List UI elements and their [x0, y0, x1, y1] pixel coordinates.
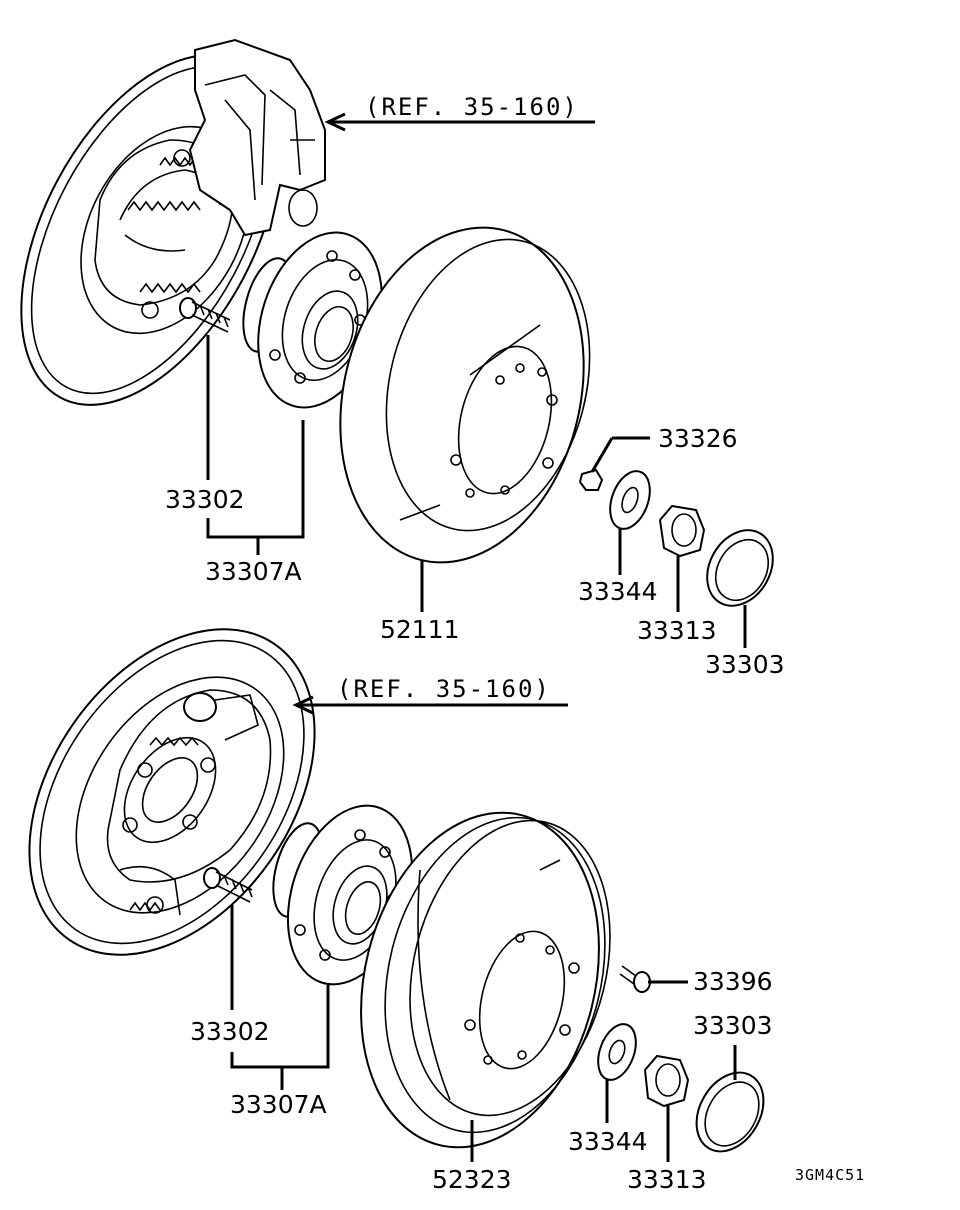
- lower-brake-drum: [360, 811, 611, 1149]
- diagram-code: 3GM4C51: [795, 1166, 865, 1184]
- label-33326: 33326: [658, 424, 738, 453]
- label-33302-lower: 33302: [190, 1017, 270, 1046]
- label-52323: 52323: [432, 1165, 512, 1194]
- upper-assembly: (REF. 35-160) 33326 33302 33307A 52111 3…: [20, 38, 785, 679]
- label-33344: 33344: [578, 577, 658, 606]
- label-33313: 33313: [637, 616, 717, 645]
- upper-hub-cap-33303: [706, 529, 774, 607]
- upper-ref-label: (REF. 35-160): [365, 93, 579, 121]
- label-52111: 52111: [380, 615, 460, 644]
- upper-ref-arrowhead: [324, 112, 346, 132]
- lower-ref-arrowhead: [292, 695, 314, 715]
- label-33307a: 33307A: [205, 557, 302, 586]
- upper-wheel-stud: [179, 297, 231, 333]
- label-33303: 33303: [705, 650, 785, 679]
- lower-hub-cap-33303: [695, 1071, 765, 1153]
- lower-ref-label: (REF. 35-160): [337, 675, 551, 703]
- lower-washer-33344: [597, 1023, 637, 1081]
- lower-backing-plate: [28, 628, 316, 956]
- leader-33307a-lower: [230, 985, 330, 1069]
- lower-bolt-33396: [619, 965, 651, 993]
- upper-brake-caliper: [188, 38, 326, 237]
- label-33344-lower: 33344: [568, 1127, 648, 1156]
- leader-33326-b: [590, 437, 614, 473]
- leader-33307a: [206, 420, 305, 539]
- label-33313-lower: 33313: [627, 1165, 707, 1194]
- upper-nut-33326: [578, 468, 604, 491]
- upper-brake-rotor: [339, 226, 591, 564]
- label-33396: 33396: [693, 967, 773, 996]
- upper-washer-33344: [609, 470, 651, 530]
- label-33303-lower: 33303: [693, 1011, 773, 1040]
- upper-lock-nut-33313: [658, 504, 706, 558]
- label-33307a-lower: 33307A: [230, 1090, 327, 1119]
- lower-assembly: (REF. 35-160) 33396 33303 33302 33307A 3…: [28, 628, 773, 1194]
- label-33302: 33302: [165, 485, 245, 514]
- lower-lock-nut-33313: [643, 1054, 690, 1108]
- lower-wheel-stud: [203, 867, 253, 903]
